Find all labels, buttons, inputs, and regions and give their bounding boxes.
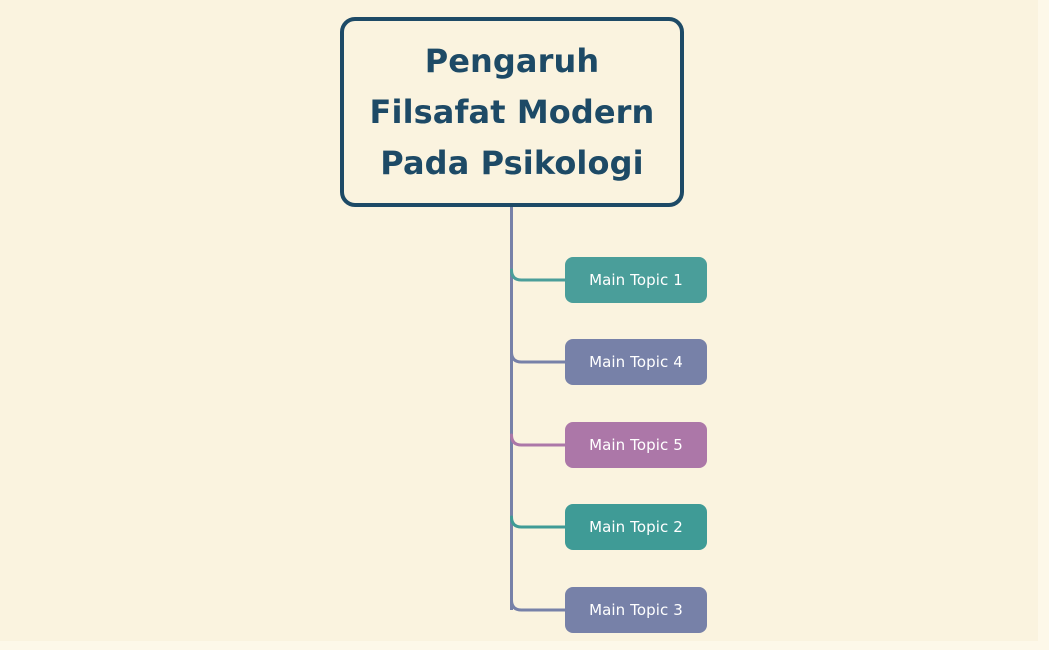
topic-node-label: Main Topic 2 <box>589 518 683 536</box>
root-node-title: Pengaruh Filsafat Modern Pada Psikologi <box>369 41 655 182</box>
topic-node-label: Main Topic 3 <box>589 601 683 619</box>
topic-node-main-topic-5[interactable]: Main Topic 5 <box>565 422 707 468</box>
branch-to-topic-1 <box>510 268 568 282</box>
topic-node-main-topic-2[interactable]: Main Topic 2 <box>565 504 707 550</box>
branch-to-topic-5 <box>510 433 568 447</box>
topic-node-main-topic-4[interactable]: Main Topic 4 <box>565 339 707 385</box>
root-node[interactable]: Pengaruh Filsafat Modern Pada Psikologi <box>340 17 684 207</box>
topic-node-main-topic-1[interactable]: Main Topic 1 <box>565 257 707 303</box>
branch-to-topic-2 <box>510 515 568 529</box>
topic-node-label: Main Topic 1 <box>589 271 683 289</box>
topic-node-main-topic-3[interactable]: Main Topic 3 <box>565 587 707 633</box>
topic-node-label: Main Topic 4 <box>589 353 683 371</box>
branch-to-topic-3 <box>510 598 568 612</box>
topic-node-label: Main Topic 5 <box>589 436 683 454</box>
branch-to-topic-4 <box>510 350 568 364</box>
